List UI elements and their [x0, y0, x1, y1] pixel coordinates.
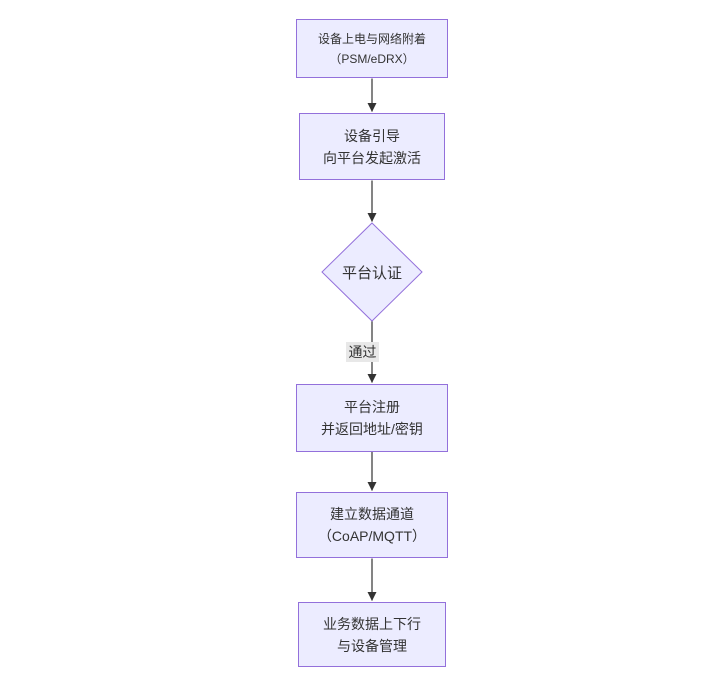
decision-diamond-platform-auth	[321, 222, 423, 322]
node-label-line: （CoAP/MQTT）	[317, 528, 427, 544]
node-label-line: 设备引导	[344, 127, 400, 144]
node-label-line: 设备上电与网络附着	[317, 31, 426, 46]
node-power-attach: 设备上电与网络附着 （PSM/eDRX）	[296, 19, 448, 78]
node-data-channel: 建立数据通道 （CoAP/MQTT）	[296, 492, 448, 558]
node-label-line: 建立数据通道	[330, 506, 414, 522]
node-label-line: （PSM/eDRX）	[329, 51, 415, 66]
node-business-data: 业务数据上下行 与设备管理	[298, 602, 446, 667]
node-label-line: 向平台发起激活	[323, 149, 421, 166]
node-label-line: 平台注册	[344, 399, 400, 415]
node-label-line: 与设备管理	[337, 637, 407, 654]
edge-label-text: 通过	[348, 344, 377, 360]
node-bootstrap: 设备引导 向平台发起激活	[299, 113, 445, 180]
node-platform-register: 平台注册 并返回地址/密钥	[296, 384, 448, 452]
node-label-line: 业务数据上下行	[323, 615, 421, 632]
node-label-line: 并返回地址/密钥	[321, 421, 423, 437]
edge-label-pass: 通过	[346, 342, 379, 362]
